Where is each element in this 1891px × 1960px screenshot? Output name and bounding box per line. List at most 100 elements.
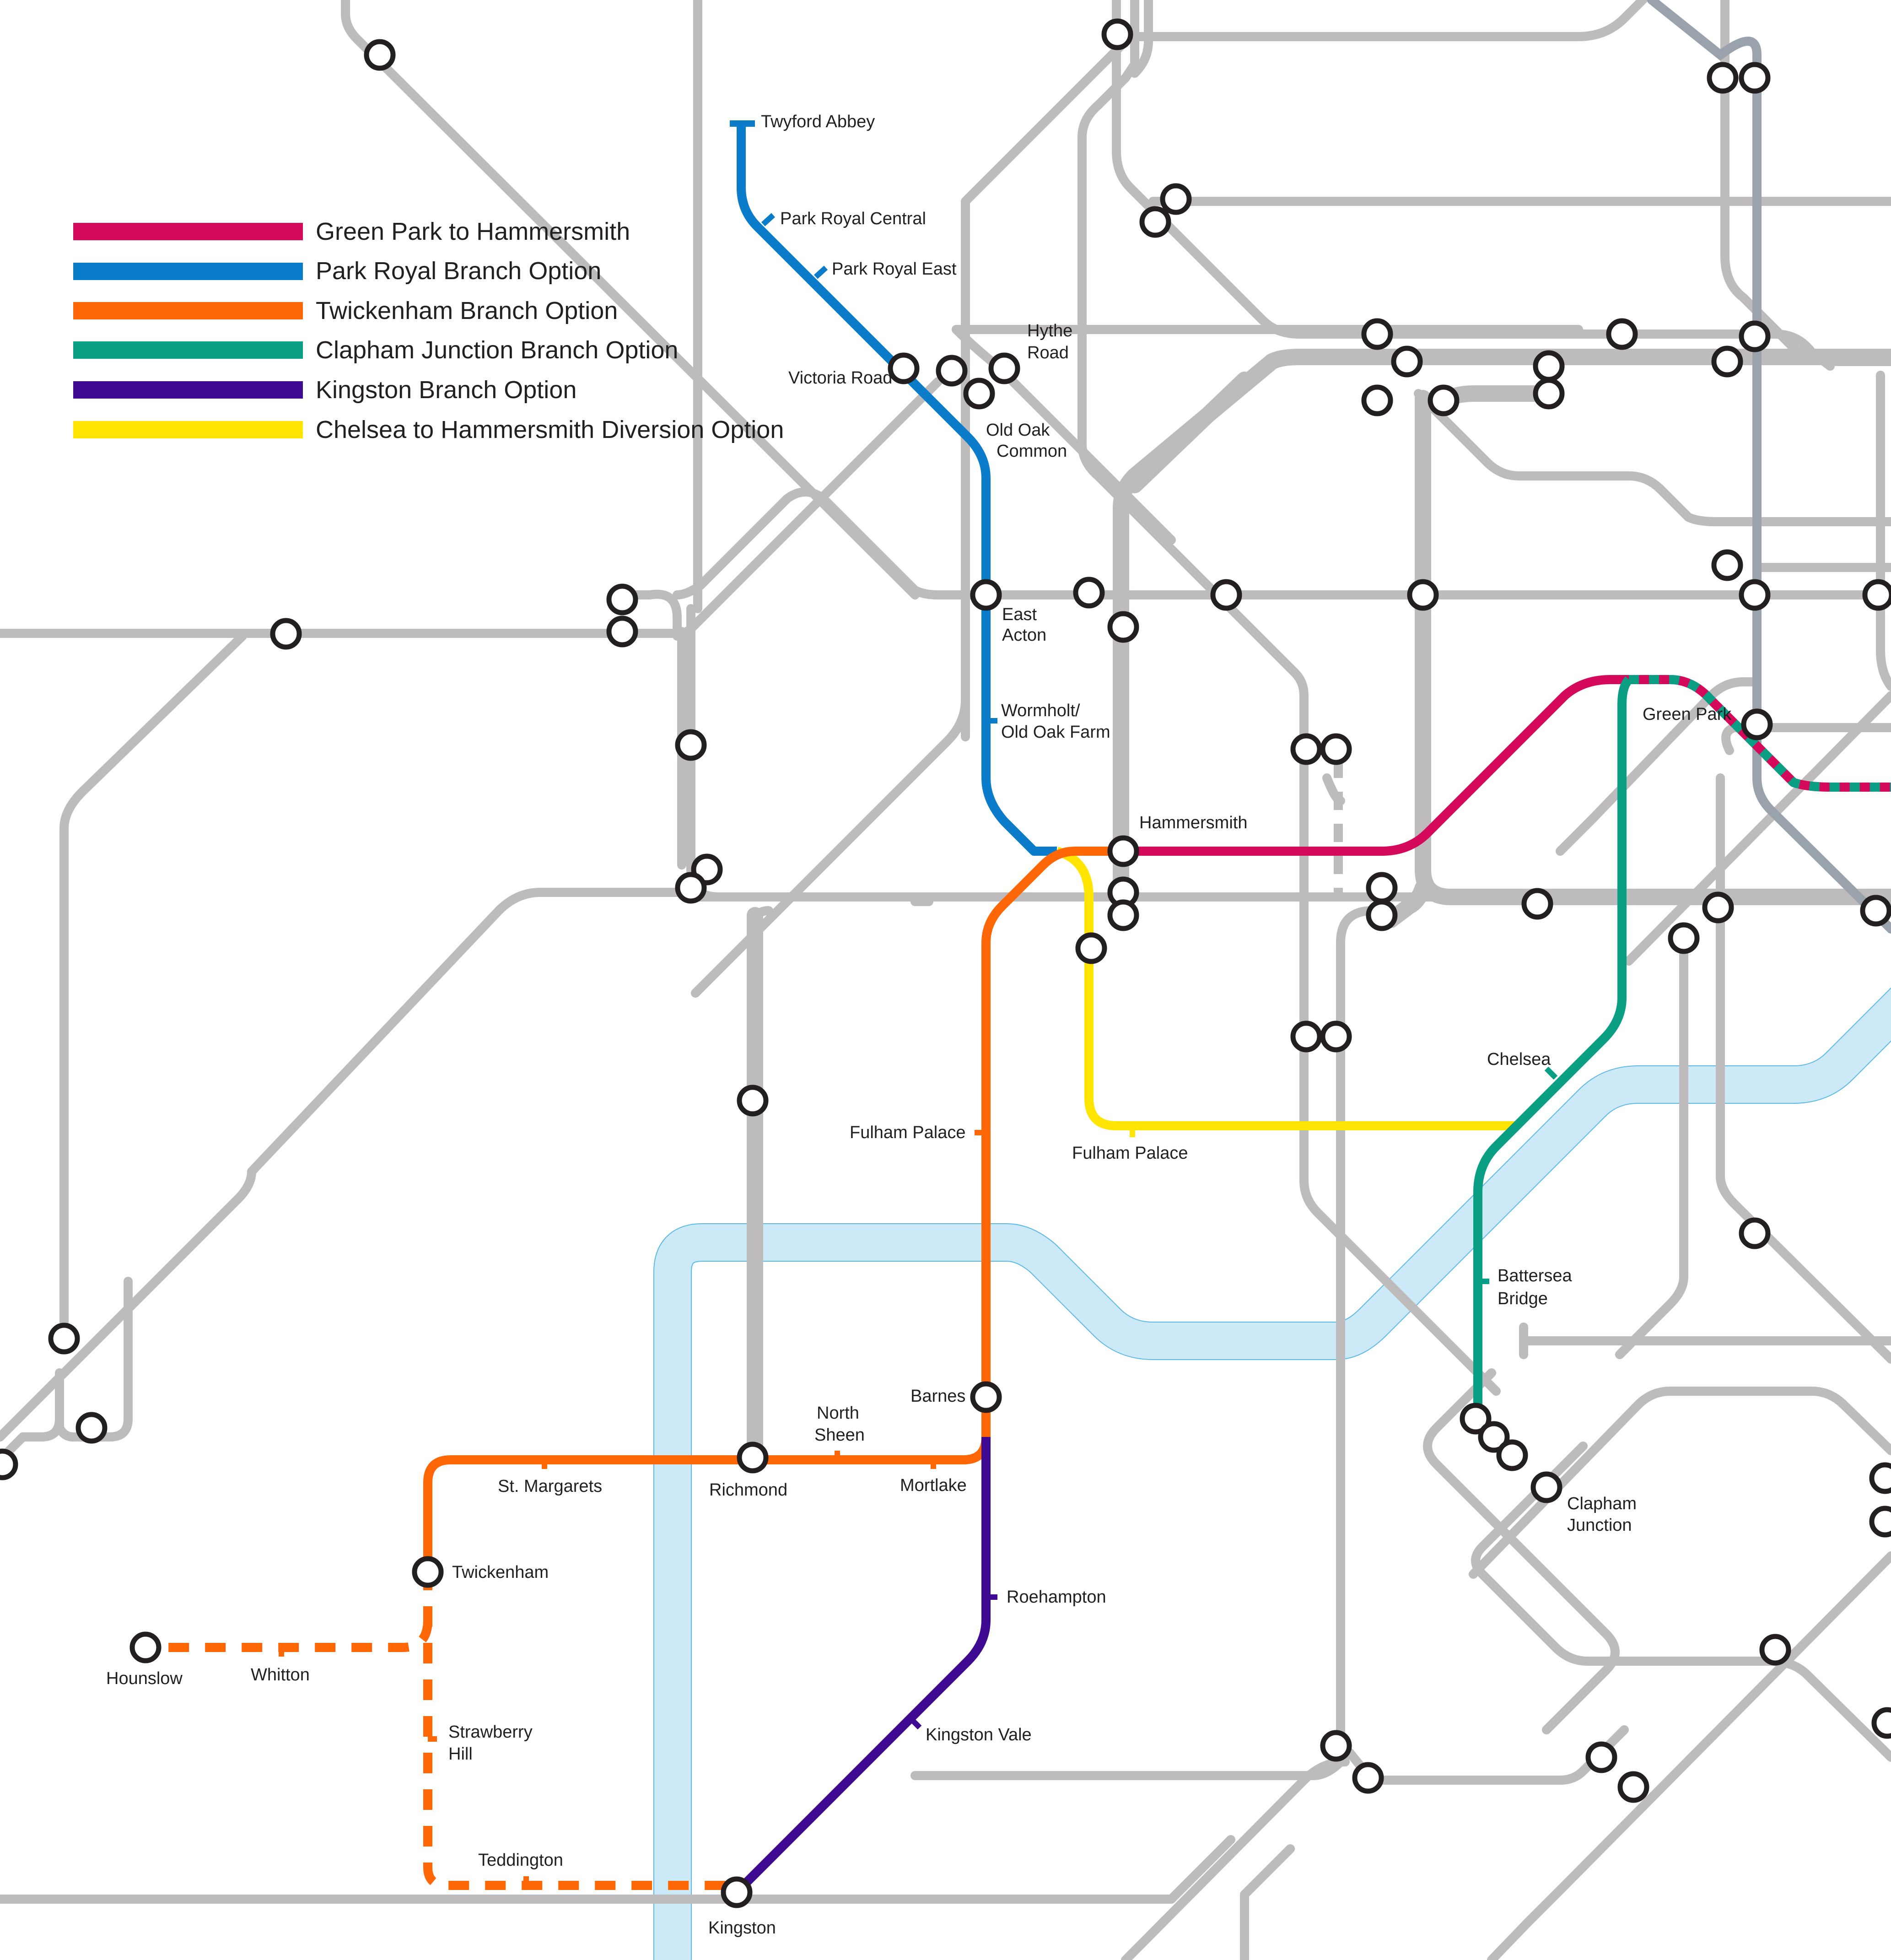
- interchanges: [0, 18, 1891, 1908]
- legend: Green Park to Hammersmith Park Royal Bra…: [73, 218, 784, 443]
- legend-label-clapham: Clapham Junction Branch Option: [316, 336, 678, 364]
- station-label-hounslow: Hounslow: [106, 1669, 183, 1688]
- interchange-circle: [970, 579, 1002, 611]
- interchange-circle: [737, 1085, 769, 1117]
- line-park-royal: [730, 120, 1057, 856]
- interchange-circle: [1585, 1741, 1617, 1773]
- interchange-circle: [1533, 350, 1565, 382]
- interchange-circle: [1366, 899, 1398, 931]
- interchange-circle: [675, 872, 707, 904]
- interchange-circle: [1428, 384, 1460, 416]
- station-label-park-royal-east: Park Royal East: [832, 259, 957, 279]
- station-label-twyford-abbey: Twyford Abbey: [761, 112, 875, 131]
- interchange-circle: [48, 1323, 80, 1355]
- interchange-circle: [1460, 1403, 1492, 1435]
- interchange-circle: [1707, 62, 1739, 94]
- station-label-hammersmith: Hammersmith: [1139, 813, 1247, 832]
- station-label-strawberry-hill-2: Hill: [448, 1744, 473, 1764]
- station-label-wormholt-2: Old Oak Farm: [1001, 723, 1110, 742]
- legend-swatch-park-royal: [73, 263, 303, 280]
- legend-swatch-twickenham: [73, 302, 303, 319]
- legend-label-green-park: Green Park to Hammersmith: [316, 218, 630, 245]
- station-label-strawberry-hill: Strawberry: [448, 1722, 533, 1742]
- station-label-chelsea: Chelsea: [1487, 1050, 1551, 1069]
- station-label-victoria-road: Victoria Road: [788, 368, 892, 388]
- station-label-north-sheen: North: [817, 1404, 859, 1423]
- line-green-park-hammersmith: [1123, 675, 1891, 856]
- line-kingston: [733, 1437, 991, 1896]
- interchange-circle: [1320, 733, 1352, 765]
- line-chelsea-diversion: [1055, 847, 1519, 1130]
- interchange-circle: [1496, 1439, 1528, 1471]
- legend-label-park-royal: Park Royal Branch Option: [316, 257, 601, 285]
- interchange-circle: [1160, 183, 1192, 215]
- legend-label-twickenham: Twickenham Branch Option: [316, 297, 618, 324]
- station-label-battersea-bridge: Battersea: [1498, 1266, 1573, 1285]
- station-labels: Twyford Abbey Park Royal Central Park Ro…: [106, 112, 1732, 1938]
- interchange-circle: [75, 1412, 108, 1444]
- station-label-east-acton-2: Acton: [1002, 626, 1046, 645]
- station-label-battersea-bridge-2: Bridge: [1498, 1289, 1548, 1308]
- interchange-circle: [1139, 206, 1171, 238]
- station-label-kingston-vale: Kingston Vale: [926, 1725, 1032, 1744]
- interchange-circle: [1871, 1707, 1891, 1739]
- interchange-circle: [1860, 895, 1891, 927]
- interchange-circle: [737, 1442, 769, 1474]
- legend-swatch-clapham: [73, 341, 303, 359]
- interchange-circle: [0, 1448, 18, 1480]
- station-label-north-sheen-2: Sheen: [814, 1425, 865, 1445]
- legend-swatch-green-park: [73, 223, 303, 240]
- interchange-circle: [1617, 1771, 1649, 1803]
- interchange-circle: [1869, 1462, 1891, 1494]
- interchange-circle: [1107, 611, 1139, 643]
- interchange-circle: [1107, 835, 1139, 867]
- station-label-teddington: Teddington: [478, 1851, 563, 1870]
- interchange-circle: [1759, 1634, 1791, 1666]
- interchange-circle: [1101, 18, 1133, 50]
- interchange-circle: [1407, 579, 1439, 611]
- station-label-st-margarets: St. Margarets: [498, 1477, 602, 1496]
- station-label-whitton: Whitton: [251, 1665, 310, 1685]
- interchange-circle: [970, 1381, 1002, 1413]
- interchange-circle: [1352, 1762, 1384, 1794]
- interchange-circle: [1366, 872, 1398, 904]
- station-label-roehampton: Roehampton: [1007, 1587, 1106, 1607]
- station-label-old-oak-common-2: Common: [997, 442, 1067, 461]
- station-label-barnes: Barnes: [910, 1387, 965, 1406]
- interchange-circle: [675, 729, 707, 761]
- interchange-circle: [1711, 346, 1743, 378]
- station-label-fulham-palace-orange: Fulham Palace: [850, 1123, 965, 1142]
- interchange-circle: [1073, 577, 1105, 609]
- interchange-circle: [1533, 378, 1565, 410]
- station-label-clapham-junction-2: Junction: [1567, 1516, 1632, 1535]
- interchange-circle: [1530, 1471, 1562, 1503]
- interchange-circle: [1702, 891, 1734, 923]
- station-label-richmond: Richmond: [709, 1480, 787, 1500]
- station-label-old-oak-common: Old Oak: [986, 421, 1050, 440]
- legend-swatch-chelsea: [73, 421, 303, 438]
- station-label-hythe-road-2: Road: [1027, 343, 1069, 362]
- interchange-circle: [1320, 1730, 1352, 1762]
- station-label-twickenham: Twickenham: [452, 1563, 549, 1582]
- station-label-green-park: Green Park: [1643, 705, 1732, 724]
- interchange-circle: [606, 616, 638, 648]
- interchange-circle: [1107, 899, 1139, 931]
- interchange-circle: [888, 352, 920, 384]
- interchange-circle: [1869, 1506, 1891, 1538]
- station-label-east-acton: East: [1002, 605, 1037, 624]
- legend-label-chelsea: Chelsea to Hammersmith Diversion Option: [316, 416, 784, 443]
- interchange-circle: [1521, 888, 1553, 920]
- interchange-circle: [1739, 320, 1771, 352]
- station-label-fulham-palace-yellow: Fulham Palace: [1072, 1144, 1188, 1163]
- interchange-circle: [1320, 1020, 1352, 1053]
- interchange-circle: [1290, 1020, 1322, 1053]
- line-clapham-junction: [1473, 676, 1632, 1419]
- interchange-circle: [936, 355, 968, 387]
- interchange-circle: [1478, 1421, 1510, 1453]
- interchange-circle: [412, 1556, 444, 1588]
- legend-label-kingston: Kingston Branch Option: [316, 376, 576, 404]
- interchange-circle: [1075, 932, 1107, 964]
- station-label-kingston: Kingston: [708, 1918, 776, 1938]
